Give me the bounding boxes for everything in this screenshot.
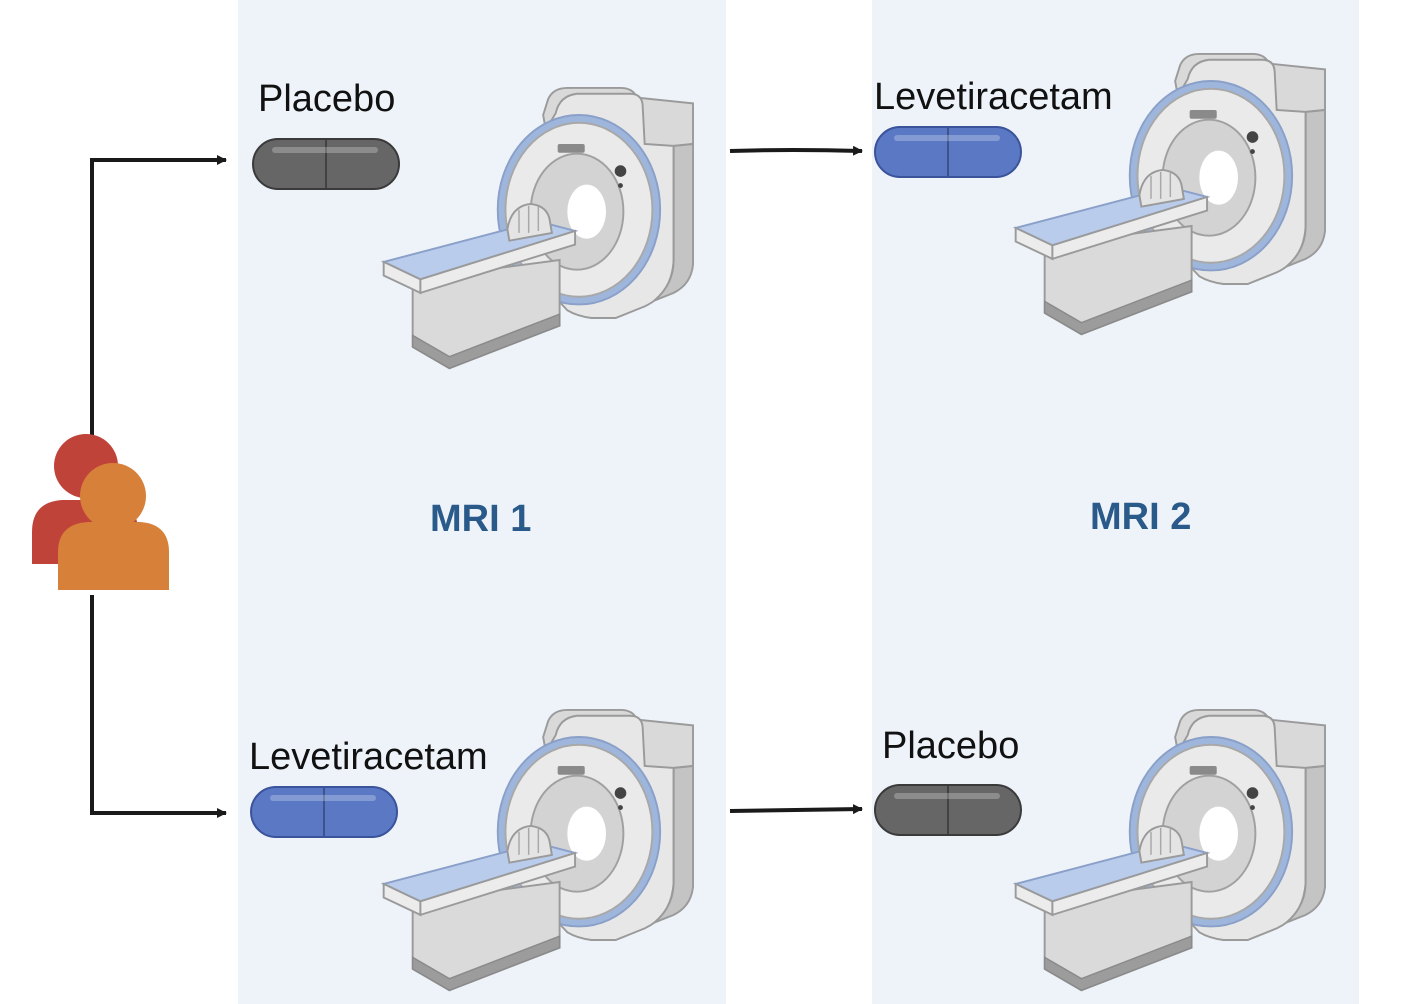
capsule-icon-levetiracetam-bottom (250, 786, 398, 838)
mri-scanner-icon-2-bottom (1014, 708, 1326, 992)
mri-1-title: MRI 1 (430, 498, 532, 540)
arrow-to-bottom-arm (90, 595, 227, 818)
arrow-top-crossover (729, 145, 863, 156)
drug-label-placebo-top: Placebo (258, 78, 396, 120)
capsule-icon-placebo-top (252, 138, 400, 190)
participants-icon (32, 434, 169, 590)
arrow-bottom-crossover (729, 804, 863, 815)
arrow-to-top-arm (90, 155, 227, 438)
drug-label-levetiracetam-bottom: Levetiracetam (249, 736, 488, 778)
drug-label-levetiracetam-top: Levetiracetam (874, 76, 1113, 118)
mri-scanner-icon-1-bottom (382, 708, 694, 992)
capsule-icon-levetiracetam-top (874, 126, 1022, 178)
mri-scanner-icon-2-top (1014, 52, 1326, 336)
mri-scanner-icon-1-top (382, 86, 694, 370)
drug-label-placebo-bottom: Placebo (882, 725, 1020, 767)
mri-2-title: MRI 2 (1090, 496, 1192, 538)
capsule-icon-placebo-bottom (874, 784, 1022, 836)
